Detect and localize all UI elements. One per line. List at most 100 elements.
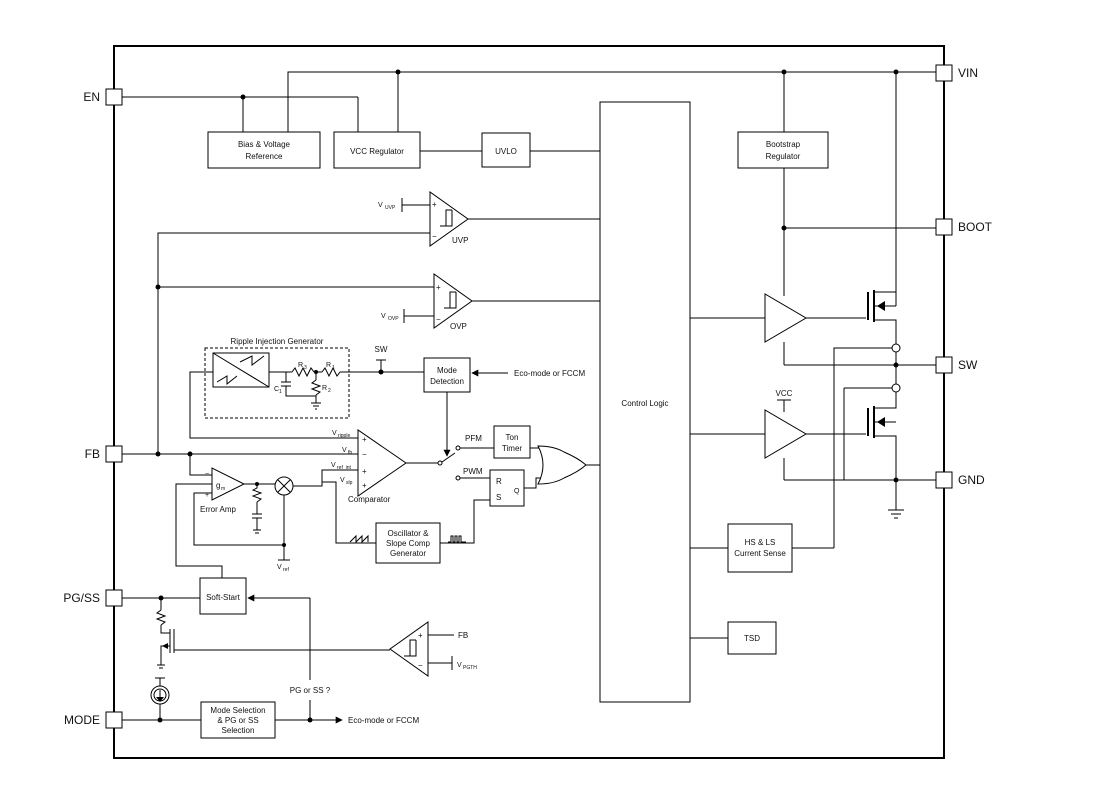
oscillator-block: Oscillator & Slope Comp Generator bbox=[322, 481, 490, 564]
vpgth-sub: PGTH bbox=[463, 665, 477, 671]
hs-ls-label-2: Current Sense bbox=[734, 549, 786, 558]
svg-text:+: + bbox=[362, 467, 367, 476]
svg-text:+: + bbox=[362, 435, 367, 444]
ton-label-2: Timer bbox=[502, 444, 522, 453]
vslp-sub: slp bbox=[346, 480, 353, 486]
vref-sub: ref bbox=[283, 567, 289, 573]
mode-section: Mode Selection & PG or SS Selection PG o… bbox=[122, 677, 419, 739]
vripple-label: V bbox=[332, 430, 337, 437]
uvp-comparator: + − V UVP UVP bbox=[378, 191, 600, 247]
r1-label: R bbox=[326, 362, 331, 369]
pin-mode-label: MODE bbox=[64, 713, 100, 727]
svg-text:+: + bbox=[436, 283, 441, 292]
latch-s-label: S bbox=[496, 493, 501, 502]
vuvp-sub: UVP bbox=[385, 205, 396, 211]
bias-label-2: Reference bbox=[246, 152, 283, 161]
vcc-regulator-block: VCC Regulator bbox=[333, 131, 421, 169]
svg-text:−: − bbox=[432, 232, 437, 241]
r2-label: R bbox=[322, 385, 327, 392]
pin-boot-label: BOOT bbox=[958, 220, 993, 234]
hs-mosfet bbox=[867, 290, 897, 344]
pin-mode: MODE bbox=[64, 711, 123, 729]
mode-sel-label-3: Selection bbox=[222, 726, 255, 735]
eco-mode-input-label: Eco-mode or FCCM bbox=[514, 369, 585, 378]
mode-sel-label-2: & PG or SS bbox=[217, 716, 258, 725]
uvlo-label: UVLO bbox=[495, 147, 517, 156]
svg-text:−: − bbox=[205, 471, 209, 478]
pg-or-ss-label: PG or SS ? bbox=[290, 686, 331, 695]
error-amp-label: Error Amp bbox=[200, 505, 237, 514]
rs-latch-block: R S Q bbox=[489, 469, 544, 507]
uvlo-block: UVLO bbox=[481, 132, 531, 168]
vref-int-label: V bbox=[331, 462, 336, 469]
mode-det-label-2: Detection bbox=[430, 377, 464, 386]
ls-mosfet bbox=[867, 392, 904, 519]
pwm-label: PWM bbox=[463, 467, 483, 476]
current-sense-block: HS & LS Current Sense bbox=[690, 388, 845, 573]
pin-en: EN bbox=[83, 88, 123, 106]
vfb-sub: fb bbox=[348, 450, 352, 456]
vfb-label: V bbox=[342, 447, 347, 454]
vpgth-label: V bbox=[457, 662, 462, 669]
bootstrap-label-2: Regulator bbox=[766, 152, 801, 161]
svg-text:−: − bbox=[418, 661, 423, 670]
vovp-label: V bbox=[381, 313, 386, 320]
control-logic-label: Control Logic bbox=[621, 399, 668, 408]
vref-label: V bbox=[277, 564, 282, 571]
sw-node-label: SW bbox=[375, 345, 388, 354]
c1-sub: 1 bbox=[279, 389, 282, 395]
pin-fb-label: FB bbox=[85, 447, 100, 461]
bias-label-1: Bias & Voltage bbox=[238, 140, 291, 149]
vovp-sub: OVP bbox=[388, 316, 399, 322]
pin-vin-label: VIN bbox=[958, 66, 978, 80]
ripple-gen-label: Ripple Injection Generator bbox=[231, 337, 324, 346]
r1-sub: 1 bbox=[332, 365, 335, 371]
mode-detection-block: Mode Detection Eco-mode or FCCM bbox=[423, 357, 585, 457]
vripple-sub: ripple bbox=[338, 433, 350, 439]
or-gate bbox=[537, 445, 600, 485]
sw-node: SW bbox=[375, 345, 388, 375]
pin-pgss-label: PG/SS bbox=[63, 591, 100, 605]
vcc-regulator-label: VCC Regulator bbox=[350, 147, 404, 156]
tsd-block: TSD bbox=[690, 621, 777, 655]
svg-text:−: − bbox=[362, 450, 367, 459]
bias-reference-block: Bias & Voltage Reference bbox=[207, 131, 321, 169]
pg-comparator: + − FB V PGTH bbox=[389, 621, 477, 677]
latch-r-label: R bbox=[496, 477, 502, 486]
pin-gnd: GND bbox=[935, 471, 985, 489]
osc-label-3: Generator bbox=[390, 549, 426, 558]
fb-input-label: FB bbox=[458, 631, 468, 640]
r3-sub: 3 bbox=[304, 365, 307, 371]
soft-start-label: Soft-Start bbox=[206, 593, 241, 602]
eco-mode-output-label: Eco-mode or FCCM bbox=[348, 716, 419, 725]
pg-mosfet bbox=[155, 598, 390, 669]
pfm-pwm-switch: PFM PWM bbox=[455, 434, 494, 481]
pwm-comparator: + − + + V ripple V fb V ref_int V slp Co… bbox=[331, 429, 456, 504]
hs-ls-label-1: HS & LS bbox=[745, 538, 776, 547]
r2-sub: 2 bbox=[328, 388, 331, 394]
ripple-injection-generator: Ripple Injection Generator R 3 R 1 R 2 C… bbox=[189, 337, 424, 439]
tsd-label: TSD bbox=[744, 634, 760, 643]
soft-start-block: Soft-Start bbox=[122, 577, 311, 680]
uvp-label: UVP bbox=[452, 236, 468, 245]
bootstrap-label-1: Bootstrap bbox=[766, 140, 801, 149]
pin-gnd-label: GND bbox=[958, 473, 985, 487]
vcc-label: VCC bbox=[776, 389, 793, 398]
vref-int-sub: ref_int bbox=[337, 465, 352, 471]
chip-outline bbox=[113, 45, 945, 759]
svg-text:−: − bbox=[436, 315, 441, 324]
pin-sw: SW bbox=[935, 356, 978, 374]
c1-label: C bbox=[274, 386, 279, 393]
ovp-comparator: + − V OVP OVP bbox=[381, 273, 600, 331]
sw-node-wiring bbox=[784, 343, 936, 548]
fb-wiring bbox=[122, 232, 434, 476]
pin-sw-label: SW bbox=[958, 358, 978, 372]
gm-sub: m bbox=[221, 486, 225, 492]
comparator-label: Comparator bbox=[348, 495, 391, 504]
pin-pgss: PG/SS bbox=[63, 589, 123, 607]
error-amp: − + g m Error Amp V ref bbox=[175, 467, 358, 578]
top-wiring bbox=[122, 69, 936, 292]
gm-label: g bbox=[216, 481, 220, 490]
bootstrap-regulator-block: Bootstrap Regulator bbox=[737, 131, 936, 296]
